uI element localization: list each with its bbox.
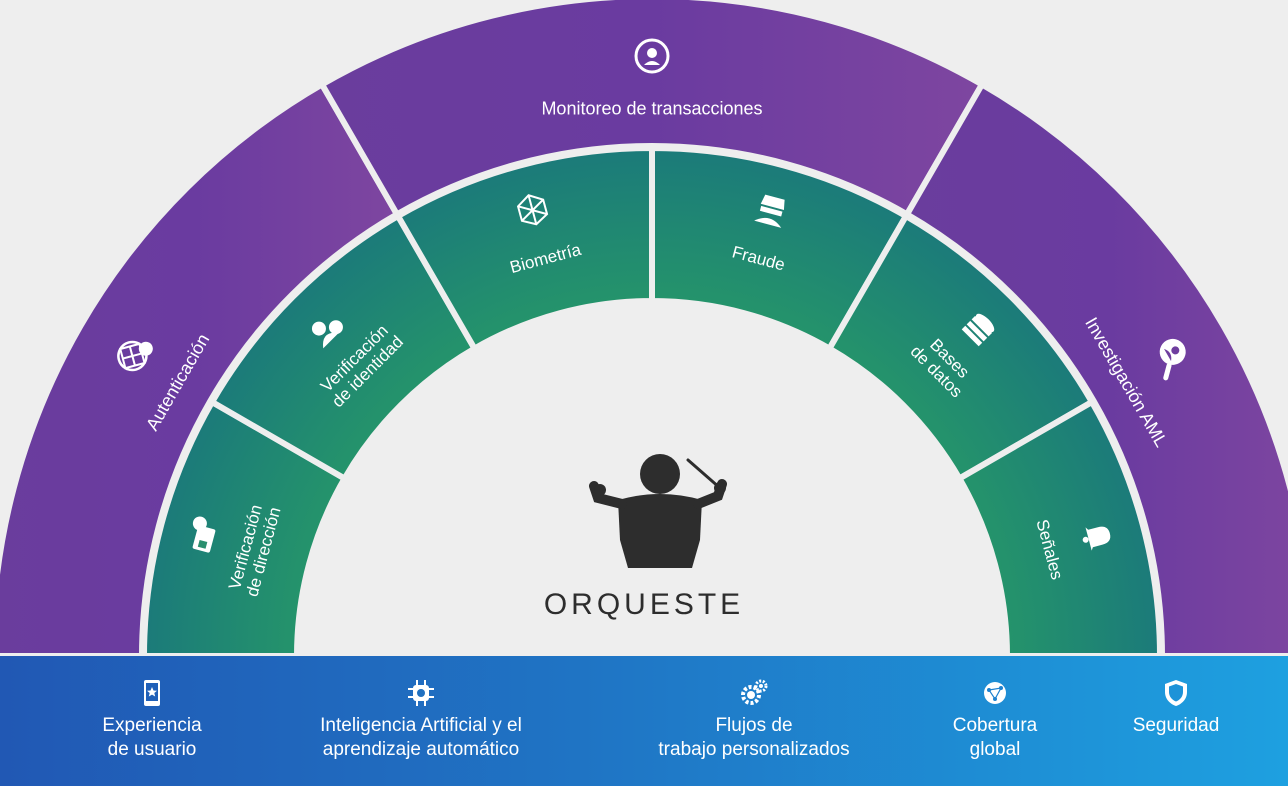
feature-label: Experiencia: [102, 715, 202, 736]
feature-label: Cobertura: [952, 715, 1038, 736]
segment-senales: Señales: [955, 397, 1164, 659]
feature-label: aprendizaje automático: [322, 739, 520, 760]
feature-user-experience: Experiencia de usuario: [0, 678, 312, 762]
address-card-check-icon: [192, 516, 216, 553]
feature-ai-ml: Inteligencia Artificial y el aprendizaje…: [261, 678, 581, 762]
identity-check-icon: [311, 320, 343, 349]
feature-label: de usuario: [107, 739, 197, 760]
biometric-face-icon: [516, 194, 549, 226]
monitoring-person-icon: [634, 38, 670, 74]
feature-label: trabajo personalizados: [658, 739, 850, 760]
feature-label: Seguridad: [1132, 715, 1220, 736]
features-bar: [0, 656, 1288, 786]
orchestrate-title: ORQUESTE: [543, 588, 745, 621]
segment-label: Monitoreo de transacciones: [541, 98, 762, 118]
segment-verificacion-de-direccion: Verificaciónde dirección: [140, 397, 349, 659]
magnifier-person-icon: [1159, 338, 1186, 381]
gears-icon: [741, 679, 768, 705]
database-icon: [961, 313, 995, 347]
globe-icon: [984, 682, 1006, 704]
fingerprint-network-icon: [117, 340, 153, 372]
fraud-hacker-icon: [754, 194, 785, 228]
feature-global-coverage: Cobertura global: [835, 678, 1155, 762]
shield-icon: [1165, 680, 1187, 706]
conductor-icon: [589, 454, 727, 568]
segment-shape: [955, 397, 1164, 659]
feature-security: Seguridad: [1016, 678, 1288, 738]
ai-chip-icon: [408, 680, 434, 706]
segment-biometria: Biometría: [393, 144, 655, 353]
feature-label: Inteligencia Artificial y el: [320, 715, 522, 736]
feature-label: global: [969, 739, 1021, 760]
mobile-star-icon: [144, 680, 160, 706]
feature-custom-workflows: Flujos de trabajo personalizados: [594, 678, 914, 762]
bell-icon: [1082, 526, 1111, 551]
feature-label: Flujos de: [715, 715, 793, 736]
